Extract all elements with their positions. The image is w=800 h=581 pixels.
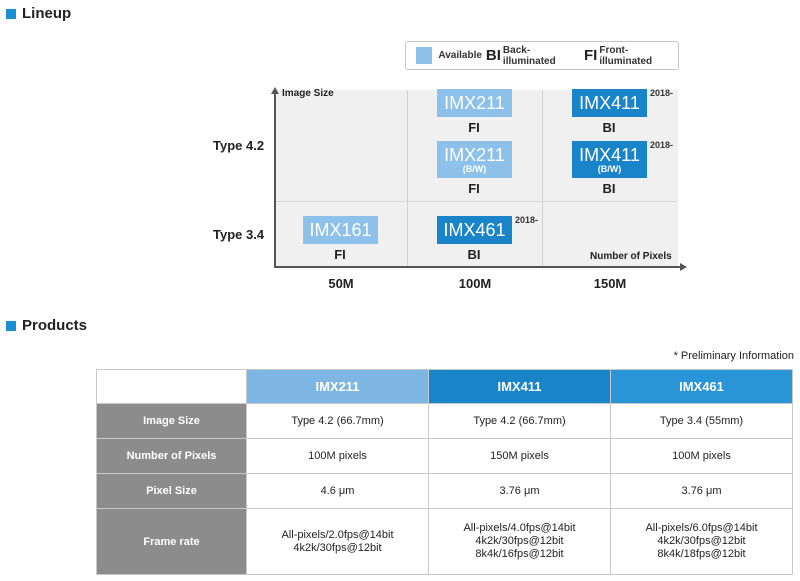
y-axis [274,92,276,268]
chip-imx211: IMX211 [437,89,512,117]
table-cell: 3.76 μm [428,473,611,509]
chip-imx211-bw: IMX211 (B/W) [437,141,512,178]
table-row: Pixel Size 4.6 μm 3.76 μm 3.76 μm [96,473,793,509]
chip-imx161: IMX161 [303,216,378,244]
chip-name: IMX411 [579,144,640,165]
frame-rate-line: 4k2k/30fps@12bit [293,541,382,554]
legend: Available BI Back-illuminated FI Front-i… [405,41,679,70]
grid-line [542,90,543,266]
row-header: Frame rate [96,508,247,575]
chip-illumination: FI [468,120,480,135]
x-axis [274,266,682,268]
column-header: IMX461 [610,369,793,404]
frame-rate-line: 4k2k/30fps@12bit [475,535,564,547]
table-cell: All-pixels/2.0fps@14bit 4k2k/30fps@12bit [246,508,429,575]
row-header: Number of Pixels [96,438,247,474]
type-label: Type 4.2 [213,138,265,153]
table-cell: 100M pixels [610,438,793,474]
table-cell: All-pixels/6.0fps@14bit 4k2k/30fps@12bit… [610,508,793,575]
chip-name: IMX211 [444,93,505,113]
chip-illumination: FI [334,247,346,262]
frame-rate-line: 8k4k/16fps@12bit [475,548,564,560]
type-label: Type 3.4 [213,227,265,242]
preliminary-note: * Preliminary Information [673,350,794,362]
grid-line [276,201,678,202]
legend-available: Available [438,50,482,61]
section-marker-icon [6,320,16,331]
chip-imx411-bw: IMX411 (B/W) [572,141,647,178]
chip-sub: (B/W) [462,163,487,174]
frame-rate-line: All-pixels/2.0fps@14bit [281,528,394,541]
pixel-label: 150M [593,276,627,291]
chip-sub: (B/W) [597,163,622,174]
column-header: IMX211 [246,369,429,404]
table-cell: All-pixels/4.0fps@14bit 4k2k/30fps@12bit… [428,508,611,575]
frame-rate-line: 8k4k/18fps@12bit [657,548,746,560]
table-row: Frame rate All-pixels/2.0fps@14bit 4k2k/… [96,508,793,575]
arrow-right-icon [680,263,687,271]
chip-illumination: FI [468,181,480,196]
frame-rate-line: All-pixels/6.0fps@14bit [645,522,758,534]
table-cell: Type 4.2 (66.7mm) [246,403,429,439]
chip-name: IMX211 [444,144,505,165]
lineup-title: Lineup [22,5,72,22]
products-title: Products [22,317,88,334]
header-blank [96,369,247,404]
chip-name: IMX161 [309,220,372,240]
lineup-heading: Lineup [6,5,71,22]
pixel-label: 100M [458,276,492,291]
row-header: Image Size [96,403,247,439]
legend-fi-label: Front-illuminated [599,44,653,67]
chip-imx461: IMX461 [437,216,512,244]
table-cell: Type 3.4 (55mm) [610,403,793,439]
available-swatch-icon [416,47,433,64]
table-cell: 4.6 μm [246,473,429,509]
chip-illumination: BI [467,247,481,262]
arrow-up-icon [271,87,279,94]
table-cell: 150M pixels [428,438,611,474]
table-cell: 3.76 μm [610,473,793,509]
chip-year: 2018- [650,88,674,98]
frame-rate-line: All-pixels/4.0fps@14bit [463,522,576,534]
pixel-label: 50M [328,276,354,291]
legend-bi-label: Back-illuminated [502,44,556,67]
chip-name: IMX461 [443,220,506,240]
frame-rate-line: 4k2k/30fps@12bit [657,535,746,547]
chip-name: IMX411 [579,93,640,113]
table-cell: Type 4.2 (66.7mm) [428,403,611,439]
column-header: IMX411 [428,369,611,404]
legend-fi-abbr: FI [584,47,598,64]
products-heading: Products [6,317,87,334]
products-table: IMX211 IMX411 IMX461 Image Size Type 4.2… [96,369,793,575]
y-axis-label: Image Size [282,88,334,99]
chip-imx411: IMX411 [572,89,647,117]
grid-line [407,90,408,266]
table-header-row: IMX211 IMX411 IMX461 [96,369,793,404]
chip-year: 2018- [515,215,539,225]
section-marker-icon [6,8,16,19]
x-axis-label: Number of Pixels [590,251,672,262]
row-header: Pixel Size [96,473,247,509]
table-cell: 100M pixels [246,438,429,474]
chip-illumination: BI [602,120,616,135]
table-row: Image Size Type 4.2 (66.7mm) Type 4.2 (6… [96,403,793,439]
table-row: Number of Pixels 100M pixels 150M pixels… [96,438,793,474]
chip-year: 2018- [650,140,674,150]
legend-bi-abbr: BI [485,47,501,64]
chip-illumination: BI [602,181,616,196]
